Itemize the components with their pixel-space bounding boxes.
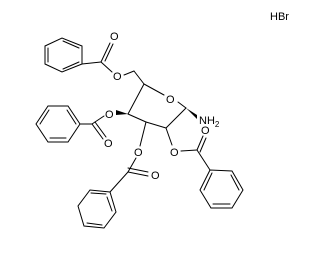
bond-c6-o: [123, 70, 135, 76]
bond-c2-o: [165, 127, 173, 146]
bond-carbonyl-double: [127, 171, 149, 177]
ring-bond-c4-c5: [127, 83, 145, 115]
c2-benzoyloxy: O O: [165, 125, 244, 209]
bond-carbonyl-double: [196, 135, 204, 151]
bond-carbonyl-ring: [81, 61, 102, 65]
pyranose-ring: O: [127, 83, 187, 129]
bond-carbonyl-double: [100, 42, 111, 63]
benzene-ring-c2: [199, 169, 244, 209]
ring-bond-o-c1: [177, 101, 187, 109]
c4-carbonyl-oxygen: O: [104, 138, 113, 150]
bond-carbonyl-double-2: [94, 121, 107, 138]
c4-ester-oxygen: O: [105, 109, 114, 121]
ring-bond-c2-c3: [145, 121, 167, 129]
bond-o-carbonyl: [127, 157, 137, 173]
bond-o-carbonyl: [100, 61, 113, 73]
ring-bond-c3-c4: [127, 113, 147, 123]
c4-benzoyloxy: O O: [35, 105, 128, 150]
c6-carbonyl-oxygen: O: [110, 31, 119, 43]
amine-label: NH2: [199, 115, 220, 129]
benzene-ring-c6: [44, 37, 83, 73]
c6-benzoyloxymethyl: O O: [44, 31, 145, 85]
amine-group: NH2: [186, 108, 220, 129]
bond-carbonyl-double-2: [199, 137, 207, 153]
bond-carbonyl-ring: [196, 149, 211, 171]
hbr-label: HBr: [270, 11, 289, 23]
c2-carbonyl-oxygen: O: [201, 125, 210, 137]
bond-carbonyl-double-2: [104, 43, 114, 62]
wedge-bond-c4-o: [116, 110, 128, 115]
ring-bond-c5-o: [143, 83, 165, 96]
c3-ester-oxygen: O: [134, 147, 143, 159]
c2-ester-oxygen: O: [170, 147, 179, 159]
bond-o-carbonyl: [91, 115, 105, 125]
bond-c3-o: [139, 121, 147, 147]
wedge-bond-c1-n: [186, 108, 197, 119]
benzene-ring-c4: [35, 105, 81, 143]
c6-ester-oxygen: O: [113, 71, 122, 83]
bond-c5-c6: [133, 70, 145, 85]
ring-bond-c1-c2: [165, 107, 187, 129]
c3-carbonyl-oxygen: O: [151, 170, 160, 182]
bond-carbonyl-double-2: [127, 167, 149, 173]
bond-carbonyl-double: [91, 123, 104, 140]
bond-carbonyl-ring: [109, 171, 129, 193]
bond-o-carbonyl: [180, 149, 198, 152]
c3-benzoyloxy: O O: [77, 121, 160, 229]
ring-oxygen-label: O: [166, 94, 175, 106]
benzene-ring-c3: [77, 189, 117, 229]
